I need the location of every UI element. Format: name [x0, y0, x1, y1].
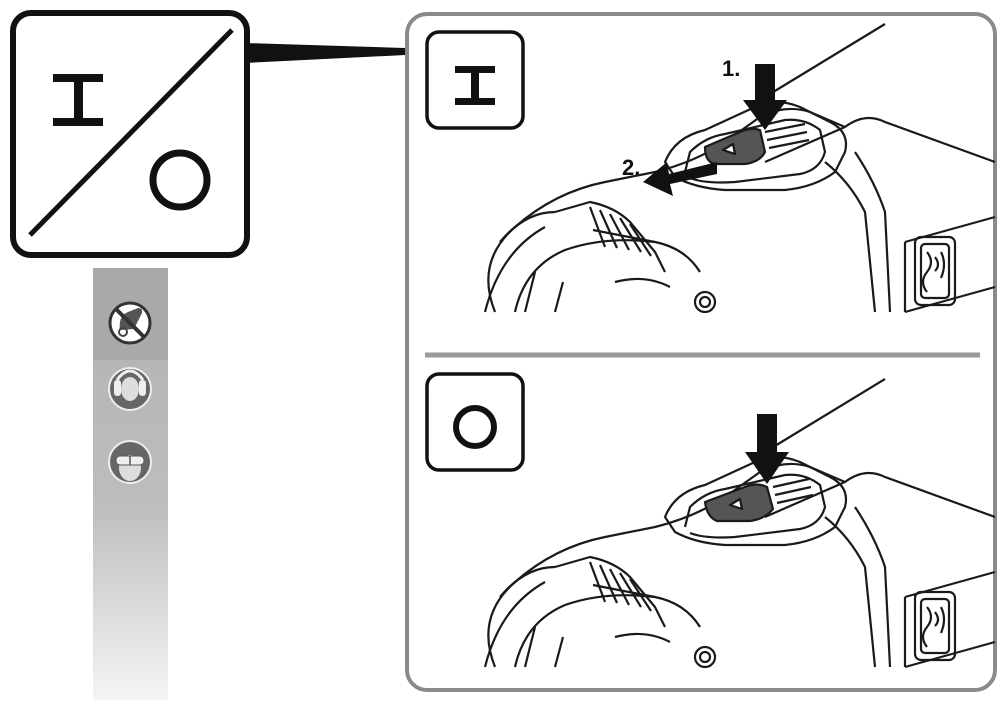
callout-pointer	[245, 43, 405, 63]
on-state-badge	[425, 30, 525, 130]
ear-protection-icon	[109, 368, 151, 410]
safety-icon-strip	[93, 268, 168, 700]
step-1-label: 1.	[722, 56, 740, 82]
step-2-label: 2.	[622, 155, 640, 181]
eye-protection-icon	[109, 441, 151, 483]
on-off-symbol-key	[0, 0, 420, 270]
no-gloves-icon	[110, 303, 150, 343]
off-state-badge	[425, 372, 525, 472]
